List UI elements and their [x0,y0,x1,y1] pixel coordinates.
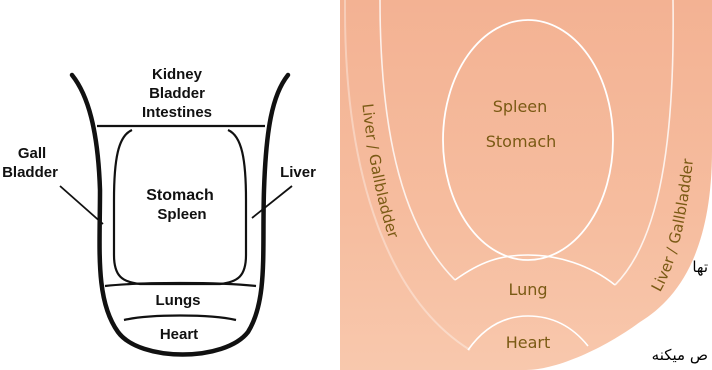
right-tongue-diagram: Spleen Stomach Lung Heart Liver / Gallbl… [340,0,712,370]
label-spleen: Spleen [157,206,206,223]
heart-boundary-line [124,316,236,321]
label-stomach-right: Stomach [486,132,557,151]
gall-bladder-leader [60,186,103,224]
label-lungs: Lungs [156,292,201,309]
label-spleen-right: Spleen [493,97,548,116]
left-tongue-svg: Kidney Bladder Intestines Gall Bladder L… [0,0,340,370]
label-liver: Liver [280,164,316,181]
label-bladder: Bladder [149,85,205,102]
label-heart: Heart [160,326,198,343]
right-tongue-svg: Spleen Stomach Lung Heart Liver / Gallbl… [340,0,712,370]
label-lung-right: Lung [508,280,547,299]
arabic-text-fragment-2: ص میکنه [652,346,708,364]
arabic-text-fragment-1: تها [692,258,708,276]
liver-leader [252,186,292,218]
left-tongue-diagram: Kidney Bladder Intestines Gall Bladder L… [0,0,340,370]
label-intestines: Intestines [142,104,212,121]
label-stomach: Stomach [146,187,214,204]
label-gall-bladder: Bladder [2,164,58,181]
label-heart-right: Heart [506,333,551,352]
label-gall: Gall [18,145,46,162]
label-kidney: Kidney [152,66,203,83]
right-tongue-body [340,0,712,370]
